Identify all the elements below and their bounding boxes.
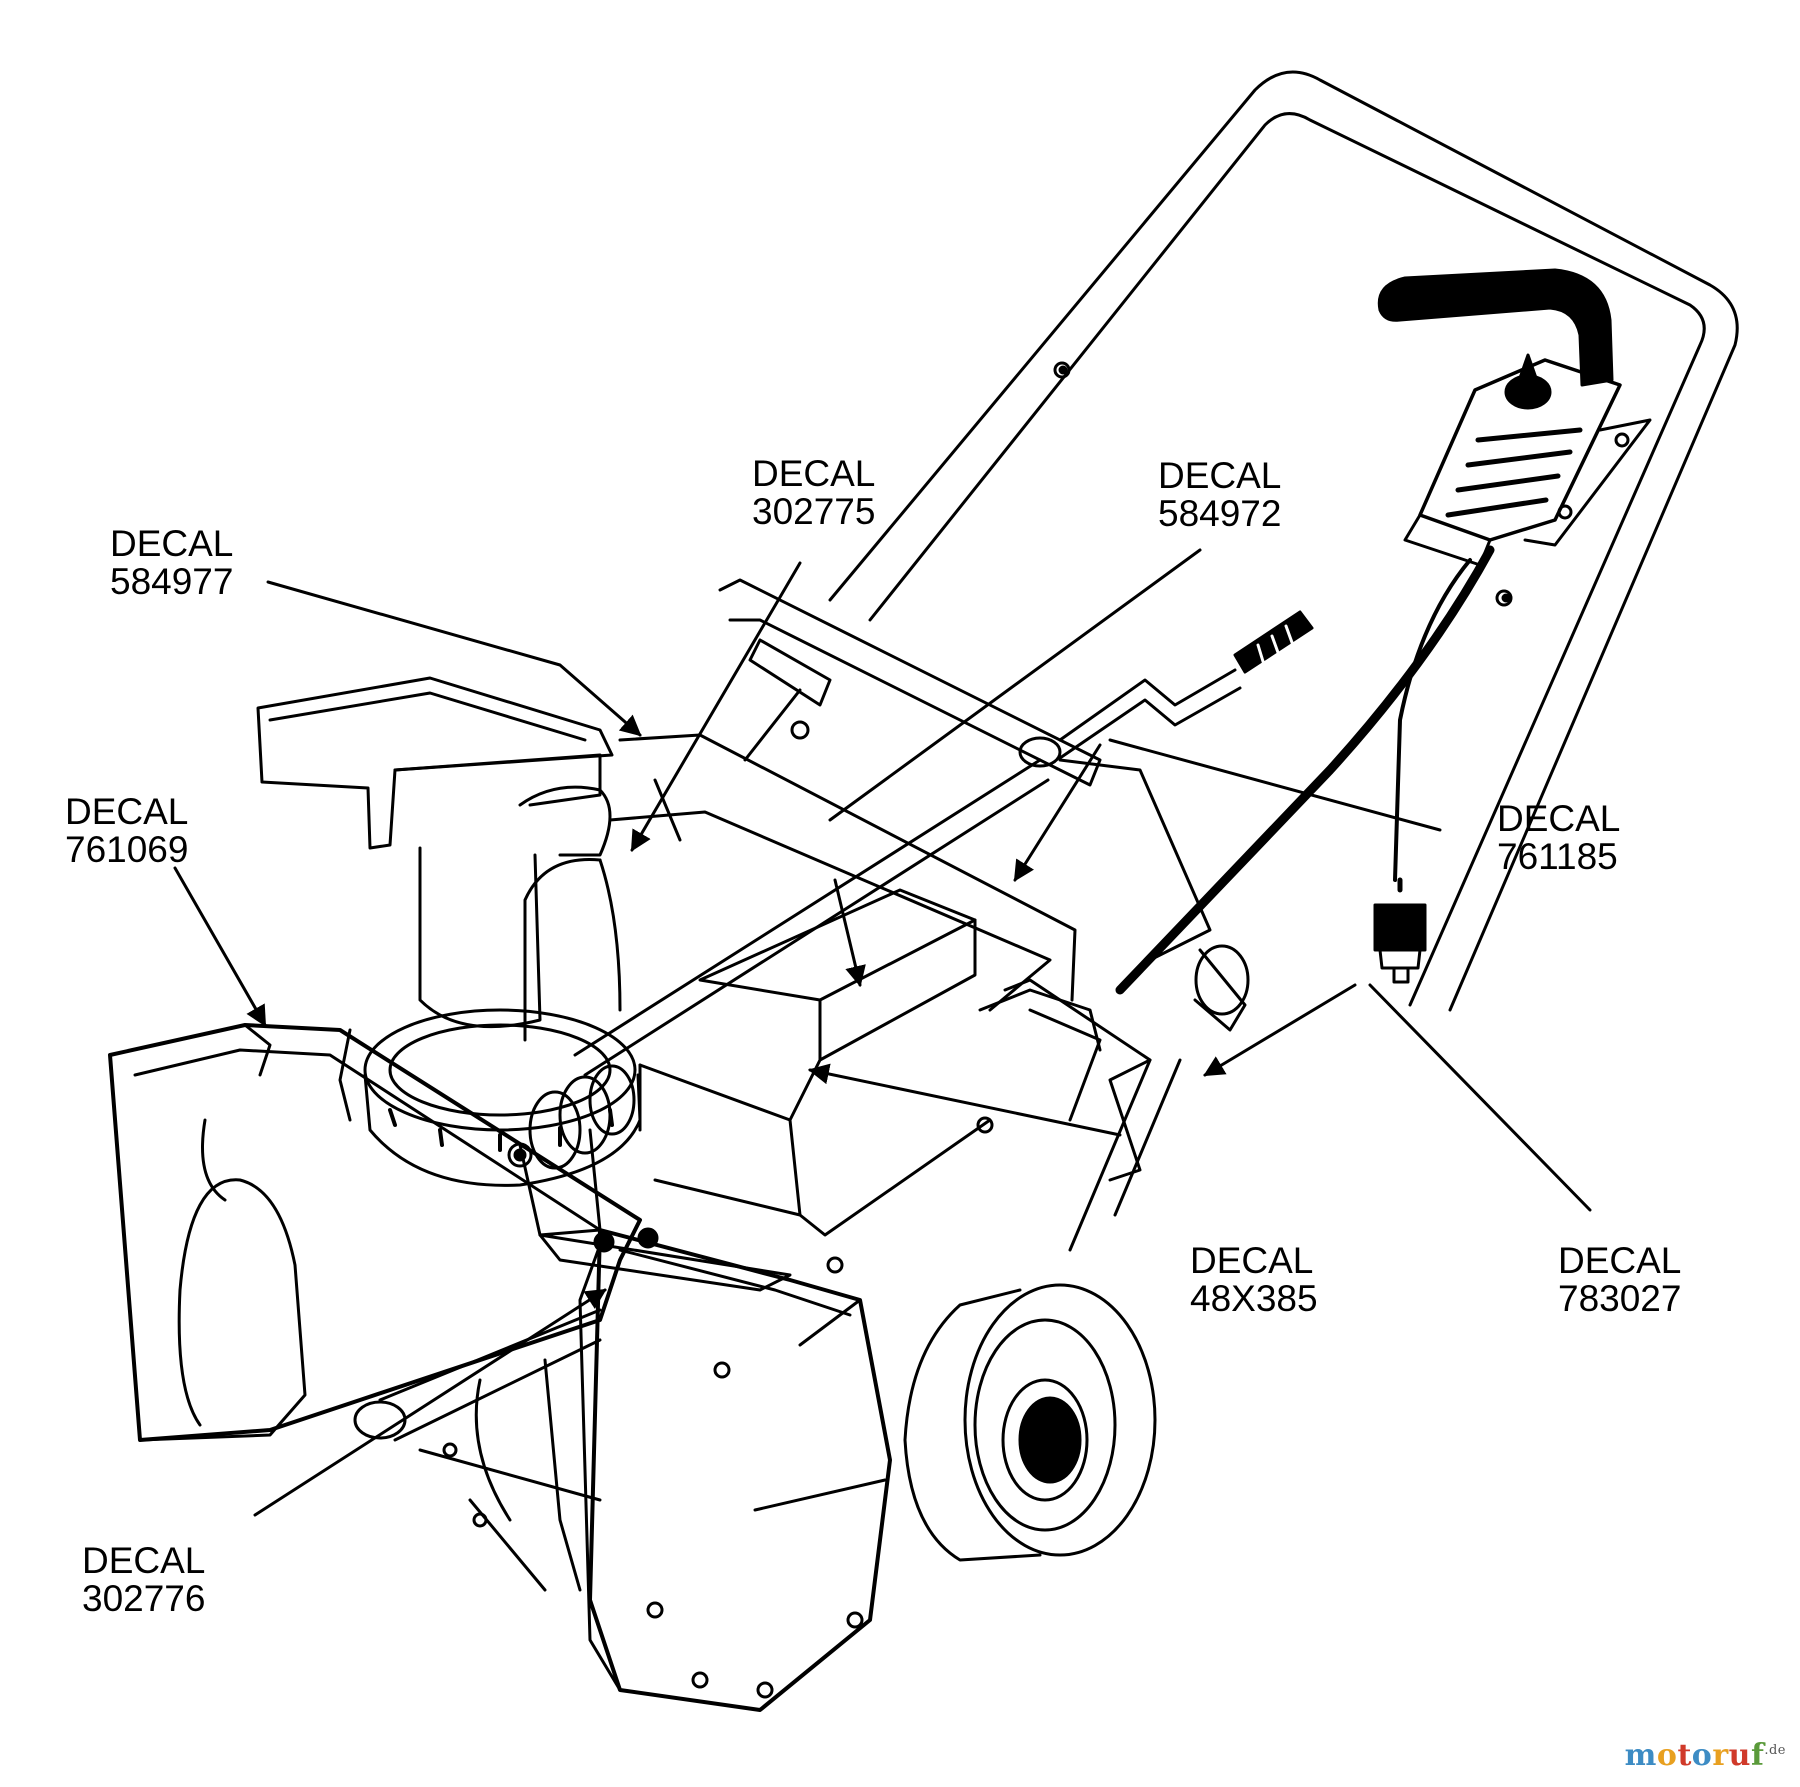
watermark-letter: f [1750, 1738, 1765, 1773]
motor-housing [608, 733, 1102, 1274]
auger-housing [108, 1023, 642, 1502]
callout-part-number: 584977 [110, 561, 234, 602]
callout-decal-584972: DECAL 584972 [1158, 457, 1281, 533]
watermark-letter: u [1728, 1738, 1751, 1773]
crank-spring [507, 1064, 792, 1292]
callout-label: DECAL [110, 523, 234, 564]
callout-label: DECAL [1497, 798, 1621, 839]
callout-decal-761185: DECAL 761185 [1497, 800, 1620, 876]
watermark-letter: r [1712, 1738, 1729, 1773]
watermark-letter: m [1624, 1738, 1657, 1773]
side-plate [442, 1228, 892, 1712]
callout-decal-761069: DECAL 761069 [65, 793, 188, 869]
callout-decal-783027: DECAL 783027 [1558, 1242, 1681, 1318]
switch-box [1403, 353, 1652, 567]
callout-part-number: 302775 [752, 491, 876, 532]
rear-frame [718, 578, 1182, 1252]
callout-part-number: 761185 [1497, 836, 1618, 877]
discharge-chute [256, 676, 622, 1042]
handle-frame [828, 70, 1739, 1012]
watermark-suffix: .de [1764, 1743, 1786, 1758]
callout-part-number: 783027 [1558, 1278, 1682, 1319]
callout-label: DECAL [65, 791, 189, 832]
chute-ring [363, 1008, 642, 1187]
callout-part-number: 48X385 [1190, 1278, 1318, 1319]
callout-decal-584977: DECAL 584977 [110, 525, 233, 601]
grip-handle [1377, 268, 1614, 387]
watermark-letter: o [1691, 1738, 1713, 1773]
callout-decal-48x385: DECAL 48X385 [1190, 1242, 1318, 1318]
leader-lines [173, 548, 1592, 1517]
wheel [903, 1283, 1157, 1562]
callout-label: DECAL [1190, 1240, 1314, 1281]
callout-decal-302776: DECAL 302776 [82, 1542, 205, 1618]
callout-part-number: 302776 [82, 1578, 206, 1619]
callout-decal-302775: DECAL 302775 [752, 455, 875, 531]
callout-part-number: 584972 [1158, 493, 1282, 534]
watermark-logo: motoruf.de [1625, 1738, 1786, 1773]
watermark-letter: o [1656, 1738, 1678, 1773]
callout-part-number: 761069 [65, 829, 189, 870]
callout-label: DECAL [1158, 455, 1282, 496]
callout-label: DECAL [82, 1540, 206, 1581]
callout-label: DECAL [1558, 1240, 1682, 1281]
watermark-letter: t [1677, 1738, 1692, 1773]
callout-label: DECAL [752, 453, 876, 494]
power-cord [1115, 545, 1495, 995]
handle-lower-joint [1058, 758, 1250, 1032]
